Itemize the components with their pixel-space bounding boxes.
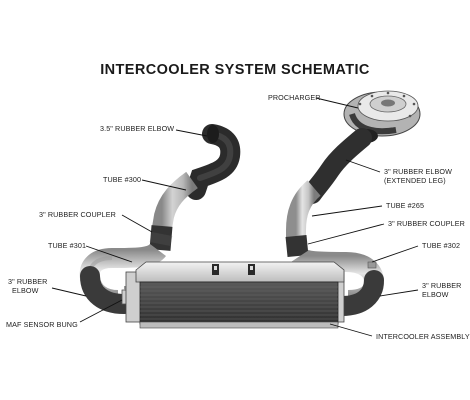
label-rubber-elbow-left-line1: 3" RUBBER [8, 277, 48, 286]
intercooler-assembly [125, 261, 345, 329]
label-intercooler-assembly: INTERCOOLER ASSEMBLY [376, 332, 470, 341]
label-rubber-elbow-extended-line2: (EXTENDED LEG) [384, 176, 446, 185]
label-tube-301: TUBE #301 [48, 241, 87, 250]
rubber-elbow-right [332, 270, 384, 316]
label-procharger: PROCHARGER [268, 93, 321, 102]
label-rubber-elbow-right-line2: ELBOW [422, 290, 449, 299]
rubber-elbow-left [80, 266, 134, 314]
tube-265 [286, 180, 321, 238]
label-rubber-elbow-right-line1: 3" RUBBER [422, 281, 462, 290]
tube-300 [152, 171, 198, 230]
rubber-elbow-3-5-left [186, 124, 241, 200]
rubber-elbow-extended-leg [302, 128, 372, 204]
rubber-coupler-right [285, 234, 309, 258]
rubber-coupler-left [149, 225, 173, 251]
leader-lines [51, 97, 419, 337]
label-rubber-coupler-right: 3" RUBBER COUPLER [388, 219, 465, 228]
label-maf-sensor-bung: MAF SENSOR BUNG [6, 320, 78, 329]
label-tube-265: TUBE #265 [386, 201, 425, 210]
label-tube-302: TUBE #302 [422, 241, 461, 250]
diagram-title: INTERCOOLER SYSTEM SCHEMATIC [100, 62, 370, 78]
label-rubber-elbow-3-5: 3.5" RUBBER ELBOW [100, 124, 175, 133]
label-tube-300: TUBE #300 [103, 175, 142, 184]
label-rubber-coupler-left: 3" RUBBER COUPLER [39, 210, 116, 219]
procharger [343, 90, 421, 143]
label-rubber-elbow-extended-line1: 3" RUBBER ELBOW [384, 167, 452, 176]
label-rubber-elbow-left-line2: ELBOW [12, 286, 39, 295]
